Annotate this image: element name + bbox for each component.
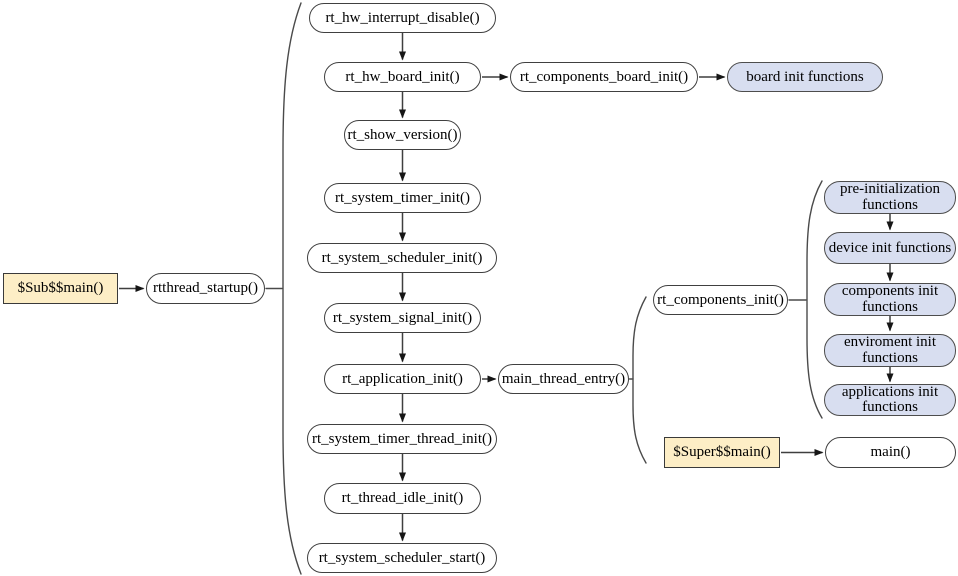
brace-startup-sequence — [282, 2, 302, 575]
node-main-thread-entry: main_thread_entry() — [498, 364, 629, 394]
node-pre-initialization-functions: pre-initialization functions — [824, 181, 956, 214]
node-components-init-functions: components init functions — [824, 283, 956, 316]
node-sub-main: $Sub$$main() — [3, 273, 118, 304]
brace-main-thread — [632, 296, 647, 464]
node-device-init-functions: device init functions — [824, 232, 956, 264]
node-rt-components-init: rt_components_init() — [653, 285, 788, 315]
node-rt-system-scheduler-start: rt_system_scheduler_start() — [307, 543, 497, 573]
node-rt-application-init: rt_application_init() — [324, 364, 481, 394]
node-rt-hw-interrupt-disable: rt_hw_interrupt_disable() — [309, 3, 496, 33]
node-board-init-functions: board init functions — [727, 62, 883, 92]
node-super-main: $Super$$main() — [664, 437, 780, 468]
node-rt-thread-idle-init: rt_thread_idle_init() — [324, 483, 481, 514]
node-rt-components-board-init: rt_components_board_init() — [510, 62, 698, 92]
node-rt-show-version: rt_show_version() — [344, 120, 461, 150]
node-main: main() — [825, 437, 956, 468]
node-rt-system-timer-thread-init: rt_system_timer_thread_init() — [307, 424, 497, 454]
node-rt-system-scheduler-init: rt_system_scheduler_init() — [307, 243, 497, 273]
node-enviroment-init-functions: enviroment init functions — [824, 334, 956, 367]
node-rt-hw-board-init: rt_hw_board_init() — [324, 62, 481, 92]
brace-components-init — [806, 180, 823, 419]
node-rt-system-signal-init: rt_system_signal_init() — [324, 303, 481, 333]
node-applications-init-functions: applications init functions — [824, 384, 956, 416]
node-rt-system-timer-init: rt_system_timer_init() — [324, 183, 481, 213]
node-rtthread-startup: rtthread_startup() — [146, 273, 265, 304]
